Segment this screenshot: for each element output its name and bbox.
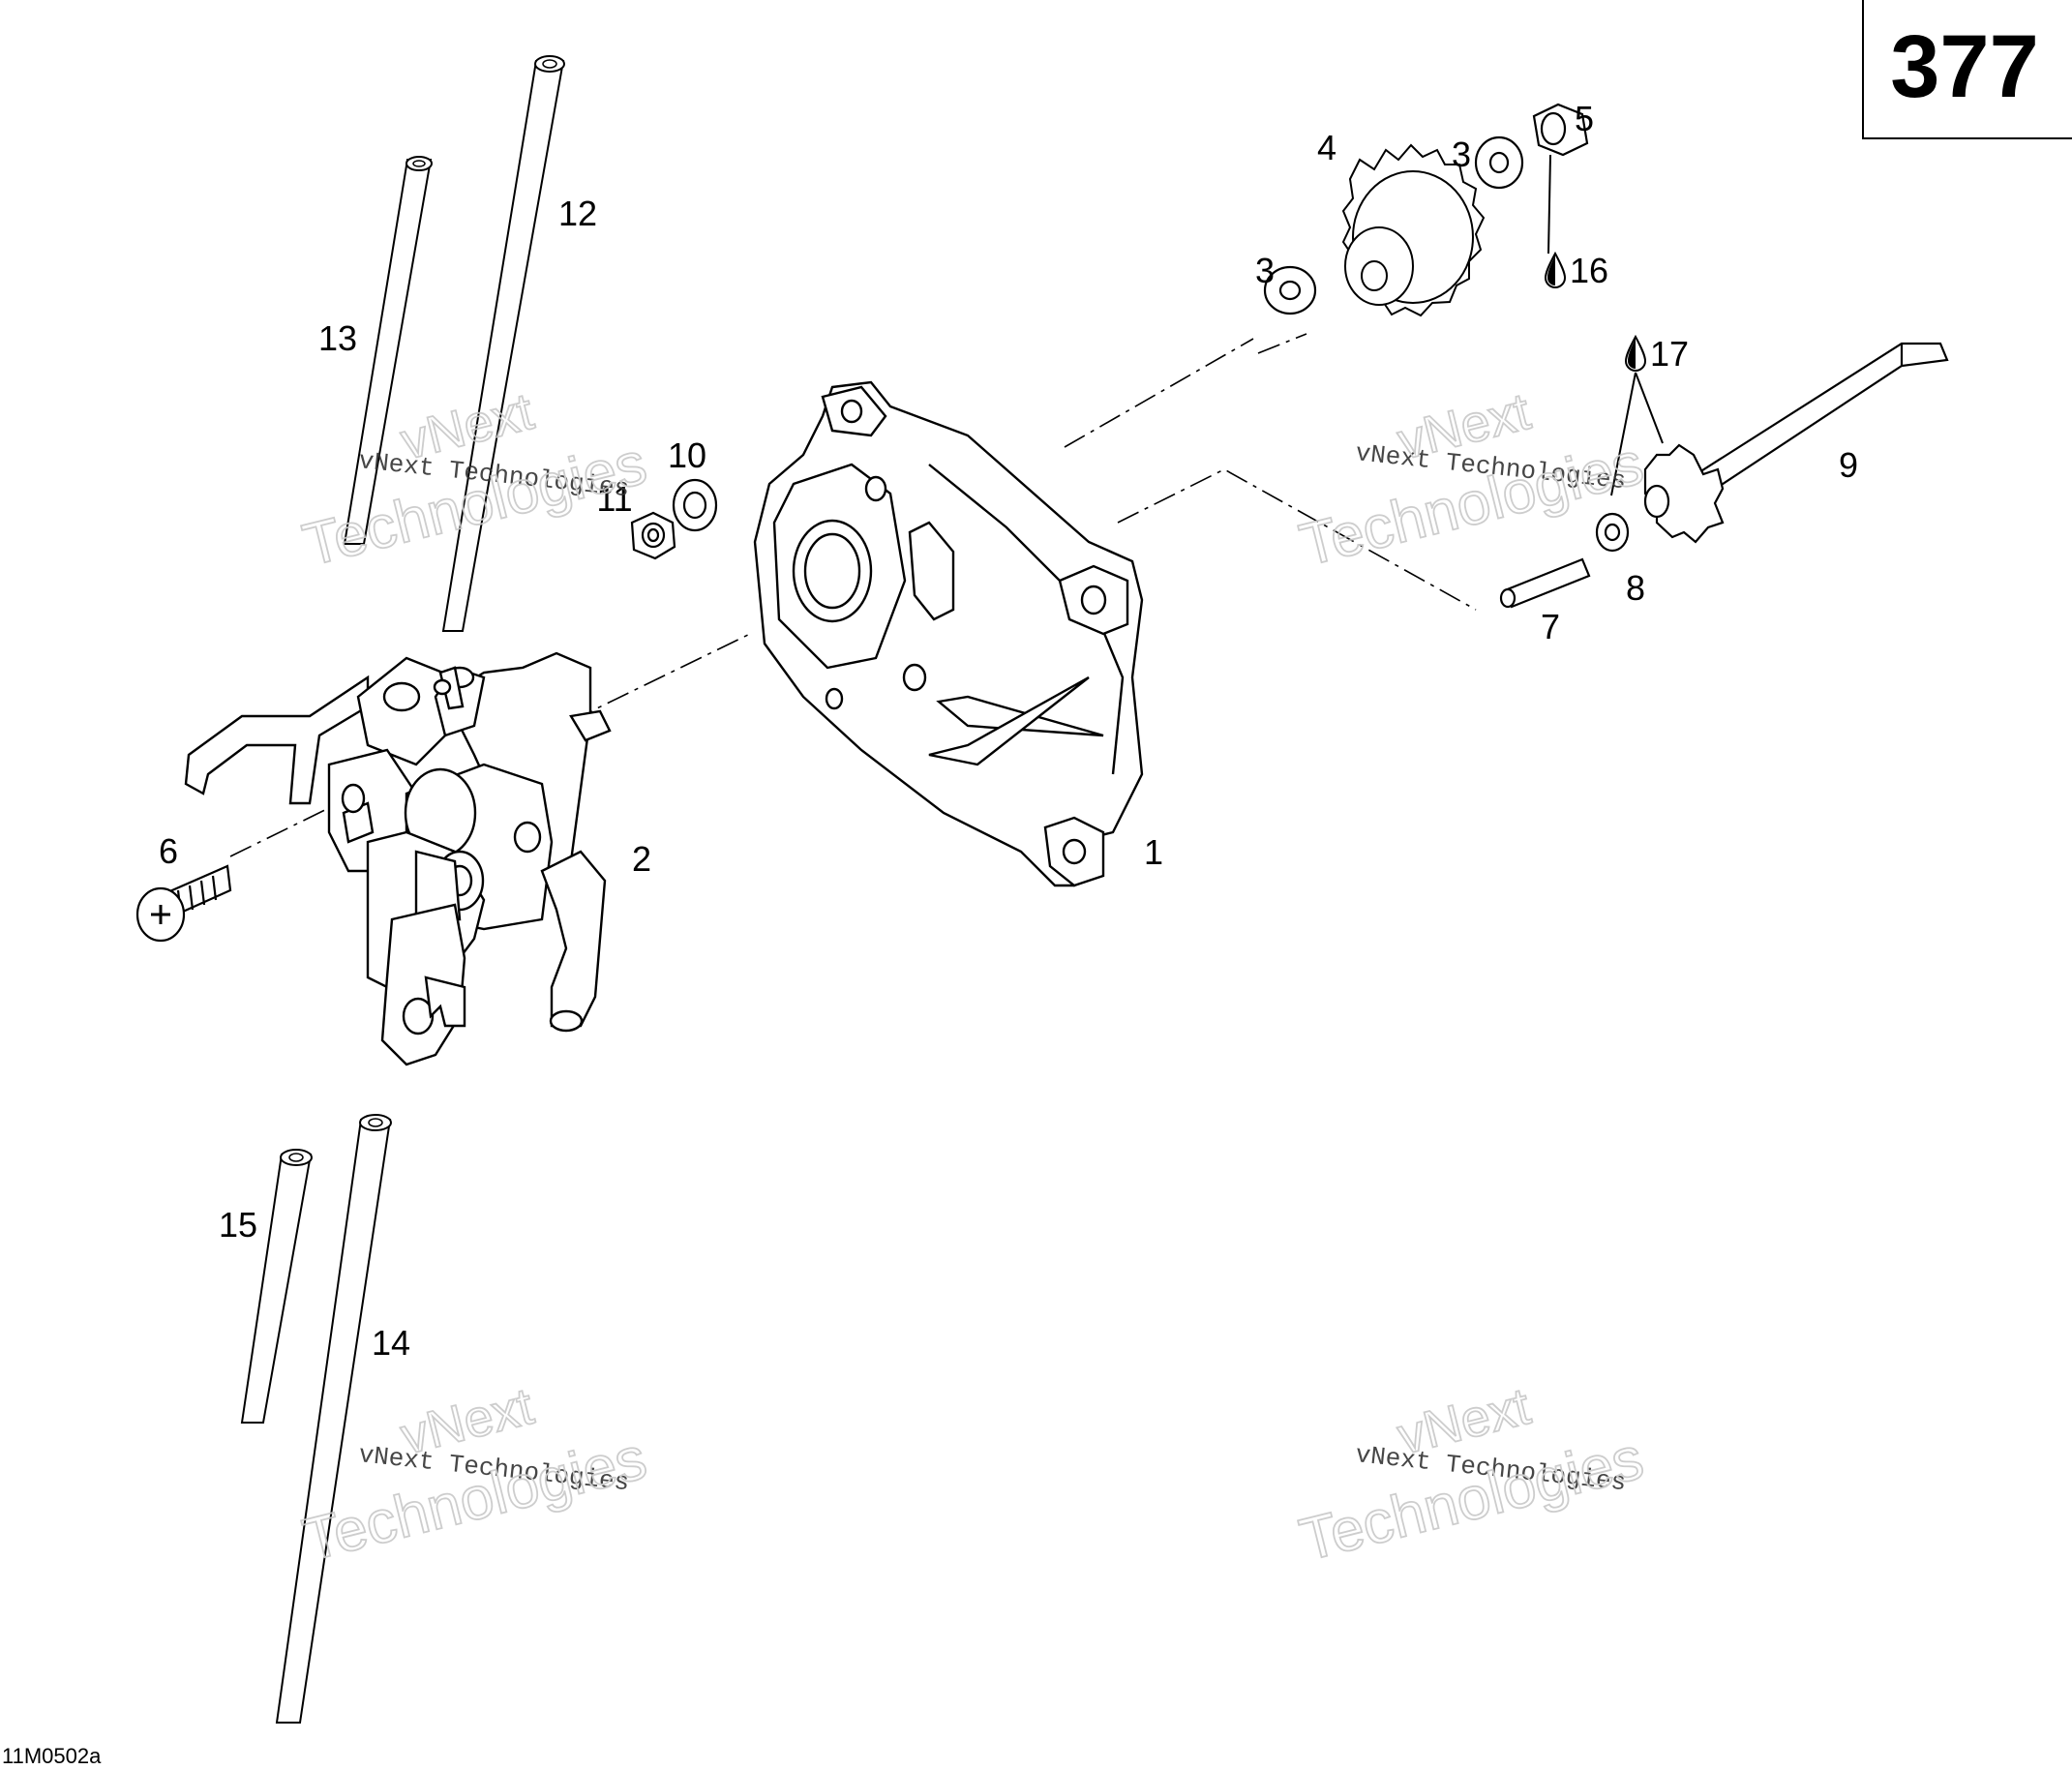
screw [135,864,232,943]
note-17-leaders [1610,372,1664,496]
oil-pump-body [184,651,612,1066]
tube-12 [441,55,565,632]
tube-15 [240,1149,313,1424]
part-label: 3 [1255,251,1275,290]
part-label: 12 [558,194,597,233]
part-label: 9 [1839,445,1858,485]
figure-id: 11M0502a [2,1744,102,1768]
washer [1595,512,1630,553]
watermark: vNext Technologies vNext Technologies [296,1376,654,1575]
lubricant-note: 16 [1544,251,1608,290]
part-label: 7 [1541,607,1560,646]
part-labels: 1 2 3 3 4 5 6 7 8 9 10 11 12 13 14 15 [159,99,1858,1363]
part-label: 10 [668,435,706,475]
lubricant-ref: 16 [1570,251,1608,290]
washer [672,478,718,532]
nut [1532,103,1589,255]
pump-shaft [1643,342,1949,544]
pin [1499,557,1591,609]
part-label: 11 [596,479,632,519]
lubricant-note: 17 [1624,334,1689,374]
part-label: 15 [219,1205,257,1245]
part-label: 8 [1626,568,1645,608]
part-label: 4 [1317,128,1336,167]
part-label: 1 [1144,832,1163,872]
watermark: vNext Technologies vNext Technologies [1293,381,1651,580]
part-label: 6 [159,831,178,871]
watermark: vNext Technologies vNext Technologies [1293,1376,1651,1575]
part-label: 14 [372,1323,410,1363]
nut [630,511,676,560]
page-number: 377 [1890,17,2039,116]
washer [1474,135,1524,190]
gear [1341,143,1486,317]
part-label: 2 [632,839,651,879]
page-number-box: 377 [1862,0,2072,139]
lubricant-ref: 17 [1650,334,1689,374]
tube-13 [343,156,433,545]
pump-cover [753,380,1144,887]
leader-lines [229,333,1477,857]
part-label: 5 [1575,99,1594,138]
part-label: 13 [318,318,357,358]
part-label: 3 [1452,135,1471,174]
washer [1263,265,1317,315]
tube-14 [275,1114,392,1724]
